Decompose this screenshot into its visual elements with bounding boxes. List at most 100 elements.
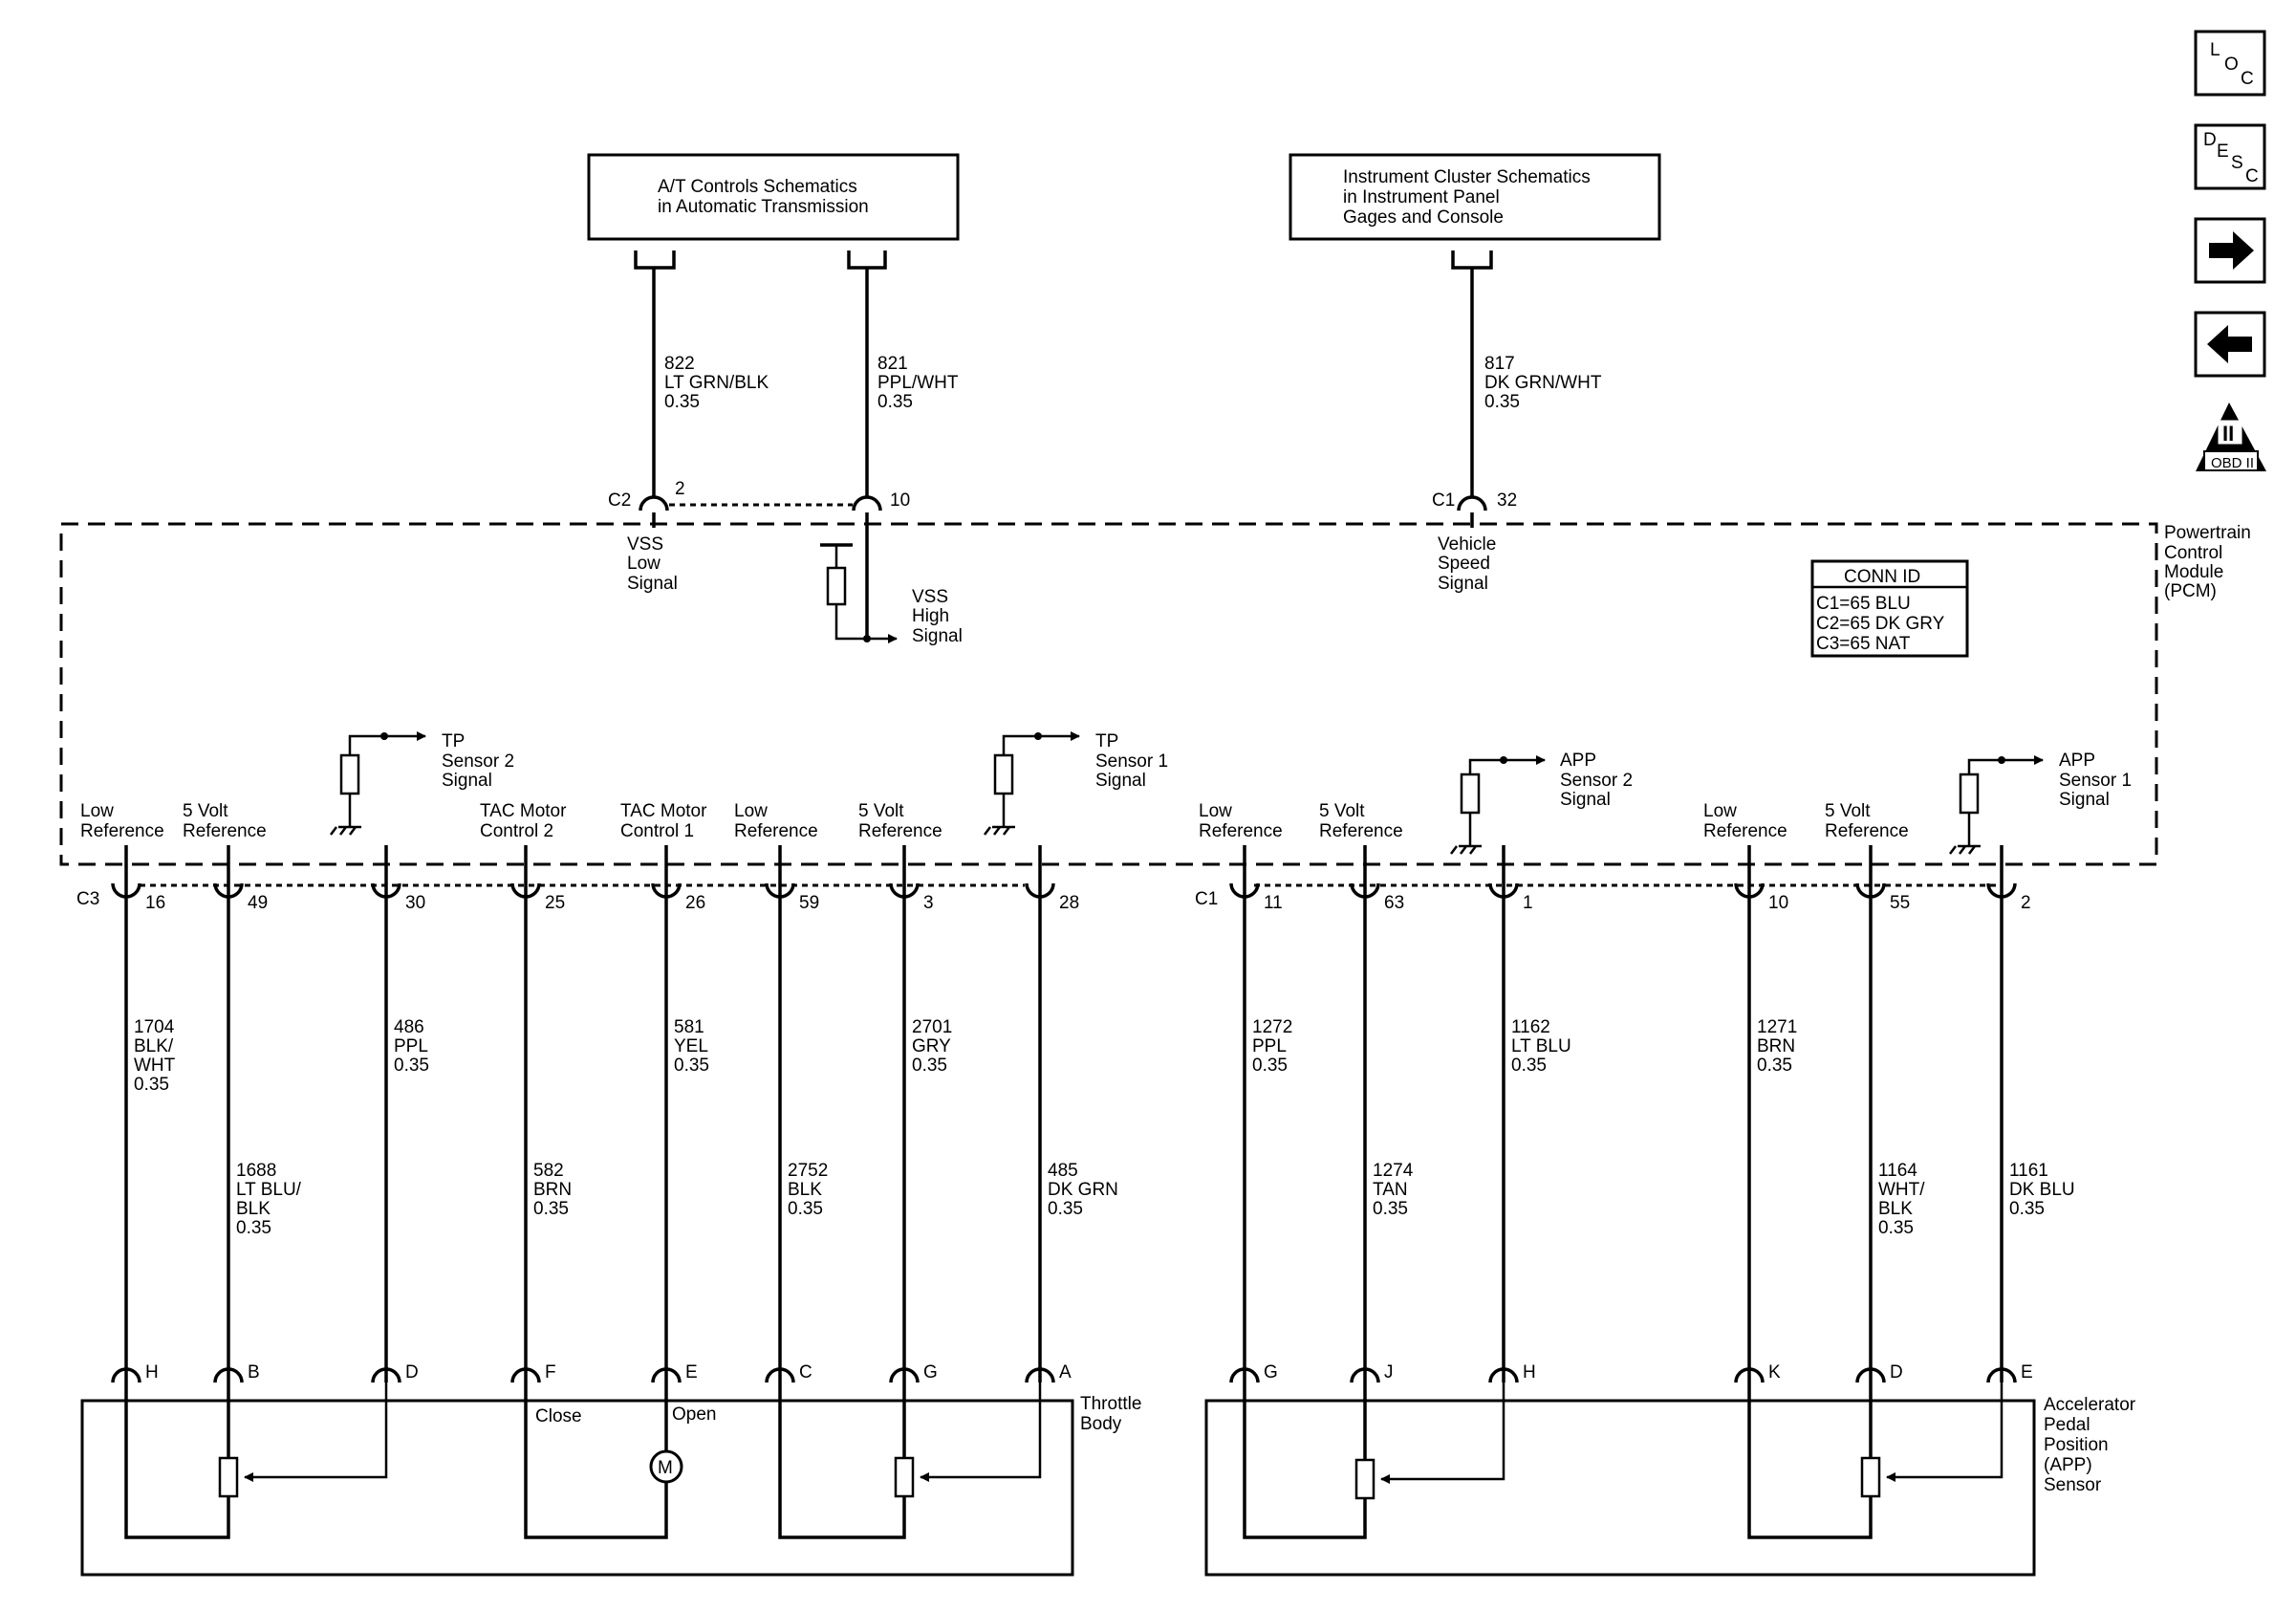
tp2-wiper [244,1382,388,1482]
pcm-label-6-1: Reference [858,821,942,841]
sensor-pin-letter-5: C [799,1362,812,1382]
wire-817-number: 817 [1484,354,1515,374]
pin-number-55: 55 [1890,893,1910,913]
wire-1688-label-0: 1688 [236,1161,276,1181]
pcm-label-1-1: Reference [183,821,267,841]
previous-page-button[interactable] [2194,311,2266,378]
tp2-line-1: TP [442,731,465,751]
wire-817-color: DK GRN/WHT [1484,373,1602,393]
wire-1688-label-3: 0.35 [236,1218,271,1238]
pin-number-1: 1 [1523,893,1533,913]
vss-high-line-1: VSS [912,587,948,607]
conn-id-c3: C3=65 NAT [1816,634,1911,654]
wire-485-label-1: DK GRN [1048,1180,1118,1200]
pin-number-10: 10 [1768,893,1788,913]
at-ref-connector-b [847,250,887,270]
wire-1688-label-1: LT BLU/ [236,1180,302,1200]
sensor-pin-J-9 [1350,1367,1380,1383]
wire-1272-label-1: PPL [1252,1036,1287,1056]
wire-582-label-2: 0.35 [533,1199,569,1219]
next-page-button[interactable] [2194,217,2266,284]
wire-1274-label-1: TAN [1373,1180,1408,1200]
sensor-pin-letter-4: E [685,1362,698,1382]
vss-high-pullup-resistor [826,566,847,606]
pcm-label-11-1: Reference [1703,821,1787,841]
obd-numeral: II [2222,422,2234,446]
pin-number-63: 63 [1384,893,1404,913]
obd-ii-button[interactable]: II OBD II [2196,403,2266,471]
pcm-label-5-0: Low [734,801,768,821]
pcm-label-3-0: TAC Motor [480,801,567,821]
wire-1271-label-1: BRN [1757,1036,1795,1056]
at-controls-ref-line-2: in Automatic Transmission [658,197,869,217]
conn-id-title: CONN ID [1844,567,1920,587]
sensor-pin-F-3 [510,1367,541,1383]
vehicle-speed-line-2: Speed [1438,554,1490,574]
pin-number-28: 28 [1059,893,1079,913]
wire-1274-label-2: 0.35 [1373,1199,1408,1219]
app1-pulldown-resistor [1959,773,1980,815]
pcm-label-4-0: TAC Motor [620,801,707,821]
wire-486-label-0: 486 [394,1017,424,1037]
wire-821-number: 821 [877,354,908,374]
pcm-label-6-0: 5 Volt [858,801,904,821]
wire-1161-label-0: 1161 [2009,1161,2048,1181]
wire-485-label-2: 0.35 [1048,1199,1083,1219]
wire-822-color: LT GRN/BLK [664,373,769,393]
tp2-line-2: Sensor 2 [442,751,514,772]
wire-582-label-1: BRN [533,1180,572,1200]
pin-number-30: 30 [405,893,425,913]
description-view-button[interactable]: D E S C [2194,123,2266,190]
wire-822-number: 822 [664,354,695,374]
app2-line-3: Signal [1560,790,1611,810]
tp1-line-2: Sensor 1 [1095,751,1168,772]
pin-number-3: 3 [923,893,934,913]
vss-low-line-1: VSS [627,534,663,555]
wire-1164-label-3: 0.35 [1878,1218,1914,1238]
pcm-name-line-3: Module [2164,562,2223,582]
app2-line-1: APP [1560,751,1596,771]
app-sensor-component[interactable] [1204,1399,2036,1577]
wire-581-label-1: YEL [674,1036,708,1056]
app-name-line-4: (APP) [2044,1455,2092,1475]
arrow-right-icon [2209,231,2254,270]
sensor-pin-A-7 [1025,1367,1055,1383]
tp2-line-3: Signal [442,771,492,791]
sensor-pin-D-2 [371,1367,401,1383]
instrument-cluster-ref-line-2: in Instrument Panel [1343,187,1500,207]
wire-485-label-0: 485 [1048,1161,1078,1181]
pcm-name-line-1: Powertrain [2164,523,2251,543]
app-name-line-2: Pedal [2044,1415,2090,1435]
app1-line-1: APP [2059,751,2095,771]
at-controls-reference-box[interactable] [587,153,960,241]
pin-c2-2 [639,495,669,512]
loc-letter-l: L [2210,40,2220,60]
instrument-cluster-reference-box[interactable] [1289,153,1661,241]
app1-ground-icon [1949,844,1981,855]
sensor-pin-letter-8: G [1264,1362,1278,1382]
sensor-pin-H-0 [111,1367,141,1383]
conn-id-c2: C2=65 DK GRY [1816,614,1945,634]
sensor-pin-letter-6: G [923,1362,938,1382]
throttle-body-component[interactable] [80,1399,1074,1577]
cluster-ref-connector [1451,250,1493,270]
app2-pulldown-resistor [1460,773,1481,815]
wire-1162-label-0: 1162 [1511,1017,1550,1037]
pcm-label-9-0: 5 Volt [1319,801,1365,821]
wire-1162-label-2: 0.35 [1511,1056,1547,1076]
tp2-pulldown-resistor [339,753,360,795]
wire-1704-label-1: BLK/ [134,1036,174,1056]
wire-1271-label-0: 1271 [1757,1017,1797,1037]
connector-c1-label: C1 [1195,889,1218,909]
wire-2701-label-2: 0.35 [912,1056,947,1076]
vss-low-line-2: Low [627,554,661,574]
location-view-button[interactable]: L O C [2194,30,2266,97]
sensor-pin-G-8 [1229,1367,1260,1383]
sensor-pin-H-10 [1488,1367,1519,1383]
pin-number-2: 2 [2021,893,2031,913]
pcm-name-line-2: Control [2164,543,2222,563]
sensor-pin-letter-0: H [145,1362,159,1382]
pin-number-26: 26 [685,893,705,913]
pcm-label-12-0: 5 Volt [1825,801,1871,821]
